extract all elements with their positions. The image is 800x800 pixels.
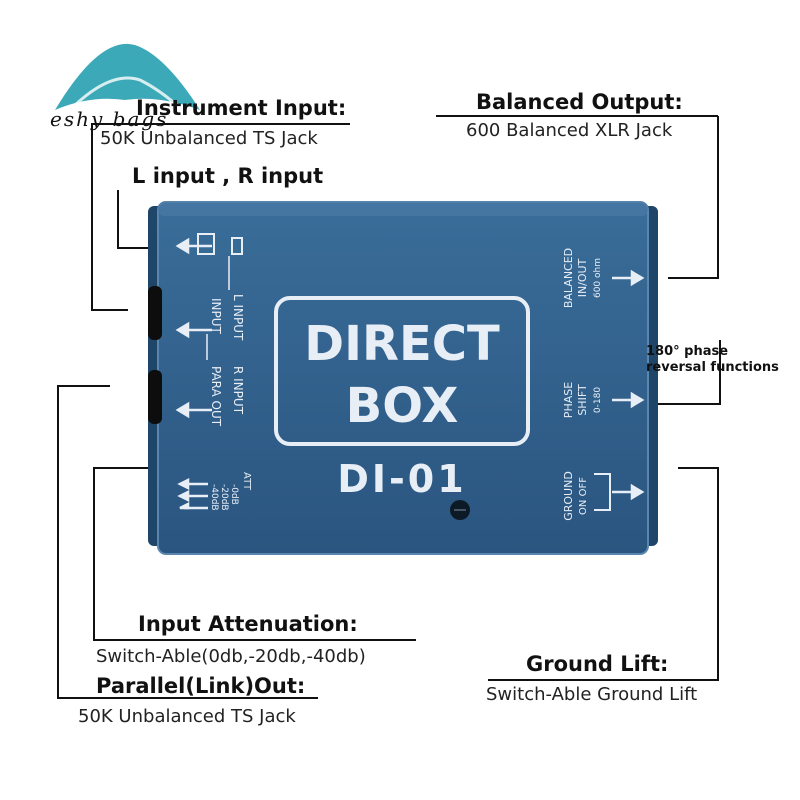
label-att: ATT — [241, 472, 252, 491]
ground-lift-subtitle: Switch-Able Ground Lift — [486, 684, 698, 705]
label-phase: PHASE — [562, 382, 575, 418]
watermark-logo: eshy bags — [40, 40, 210, 140]
label-l-input: L INPUT — [231, 294, 245, 341]
input-attenuation-subtitle: Switch-Able(0db,-20db,-40db) — [96, 646, 366, 667]
parallel-out-title: Parallel(Link)Out: — [96, 674, 306, 698]
label-balanced: BALANCED — [562, 248, 575, 308]
label-att-20: -20dB — [219, 484, 229, 511]
label-in-out: IN/OUT — [576, 258, 589, 297]
l-r-input-title: L input , R input — [132, 164, 324, 188]
balanced-output-subtitle: 600 Balanced XLR Jack — [466, 120, 673, 141]
device-model: DI-01 — [337, 457, 466, 501]
parallel-out-subtitle: 50K Unbalanced TS Jack — [78, 706, 296, 727]
ground-lift-title: Ground Lift: — [526, 652, 669, 676]
input-attenuation-title: Input Attenuation: — [138, 612, 358, 636]
label-att-40: -40dB — [209, 484, 219, 511]
phase-reversal-note: 180° phase reversal functions — [646, 344, 779, 375]
instrument-input-subtitle: 50K Unbalanced TS Jack — [100, 128, 318, 149]
label-input: INPUT — [209, 298, 223, 335]
label-para-out: PARA OUT — [209, 366, 223, 427]
label-ohm: 600 ohm — [593, 258, 603, 298]
device-title-line1: DIRECT — [304, 316, 500, 372]
device-title-line2: BOX — [346, 378, 459, 434]
direct-box-device: DIRECT BOX DI-01 L INPUT R INPUT INPUT P… — [148, 194, 658, 558]
balanced-output-title: Balanced Output: — [476, 90, 683, 114]
label-r-input: R INPUT — [231, 366, 245, 415]
label-att-0: -0dB — [229, 484, 239, 505]
label-ground: GROUND — [562, 471, 575, 521]
instrument-input-title: Instrument Input: — [136, 96, 347, 120]
watermark-text: eshy bags — [50, 107, 168, 131]
label-angles: 0-180 — [593, 387, 603, 413]
label-shift: SHIFT — [576, 384, 589, 416]
label-on-off: ON OFF — [578, 477, 589, 515]
